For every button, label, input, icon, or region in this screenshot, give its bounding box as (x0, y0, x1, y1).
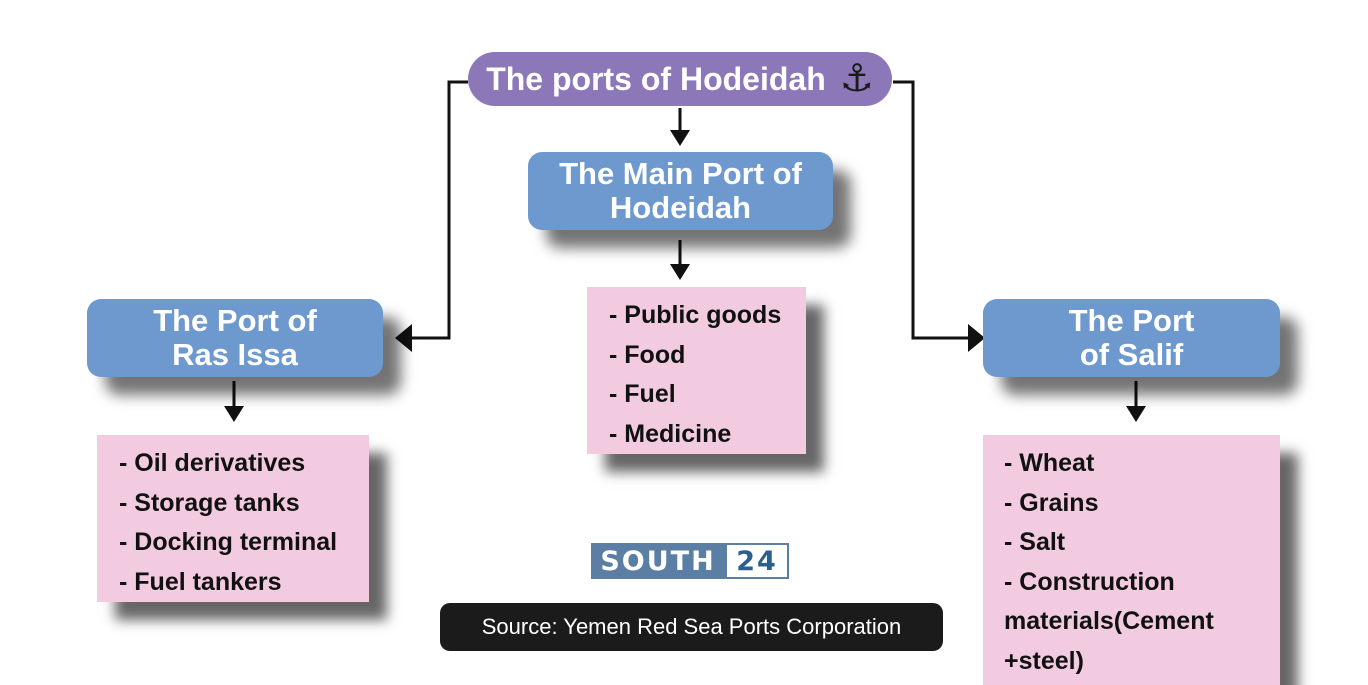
arrowhead-salif (968, 324, 985, 352)
main-port-title: The Main Port of Hodeidah (559, 156, 802, 225)
arrowhead-main-port (670, 130, 690, 146)
salif-title-line2: of Salif (1079, 337, 1184, 372)
list-item: - Docking terminal (119, 528, 338, 556)
arrowhead-ras-list (224, 406, 244, 422)
south24-logo: SOUTH 24 (591, 543, 789, 579)
logo-text-24: 24 (725, 543, 789, 579)
salif-cargo-list: - Wheat - Grains - Salt - Construction m… (983, 435, 1280, 685)
ras-issa-title-line2: Ras Issa (172, 337, 298, 372)
arrowhead-main-list (670, 264, 690, 280)
root-node: The ports of Hodeidah ⚓ (468, 52, 892, 106)
list-item: - Wheat (1004, 449, 1095, 477)
ras-issa-node: The Port of Ras Issa (87, 299, 383, 377)
list-item: - Construction materials(Cement +steel) (1004, 567, 1214, 675)
list-item: - Food (609, 340, 686, 369)
list-item: - Salt (1004, 528, 1066, 556)
ras-issa-cargo-list: - Oil derivatives - Storage tanks - Dock… (97, 435, 369, 602)
salif-node: The Port of Salif (983, 299, 1280, 377)
list-item: - Oil derivatives (119, 449, 306, 477)
main-port-cargo-list: - Public goods - Food - Fuel - Medicine (587, 287, 806, 454)
arrowhead-ras-issa (395, 324, 412, 352)
list-item: - Fuel (609, 380, 676, 408)
main-port-node: The Main Port of Hodeidah (528, 152, 833, 230)
salif-title-line1: The Port (1068, 303, 1195, 338)
list-item: - Storage tanks (119, 488, 300, 517)
root-title: The ports of Hodeidah (486, 60, 826, 97)
ras-issa-title-line1: The Port of (153, 303, 317, 338)
arrowhead-salif-list (1126, 406, 1146, 422)
anchor-icon: ⚓ (839, 58, 874, 100)
list-item: - Medicine (609, 419, 732, 448)
list-item: - Fuel tankers (119, 567, 282, 596)
list-item: - Public goods (609, 301, 782, 329)
list-item: - Grains (1004, 488, 1099, 517)
source-caption: Source: Yemen Red Sea Ports Corporation (440, 603, 943, 651)
logo-text-south: SOUTH (591, 543, 725, 579)
